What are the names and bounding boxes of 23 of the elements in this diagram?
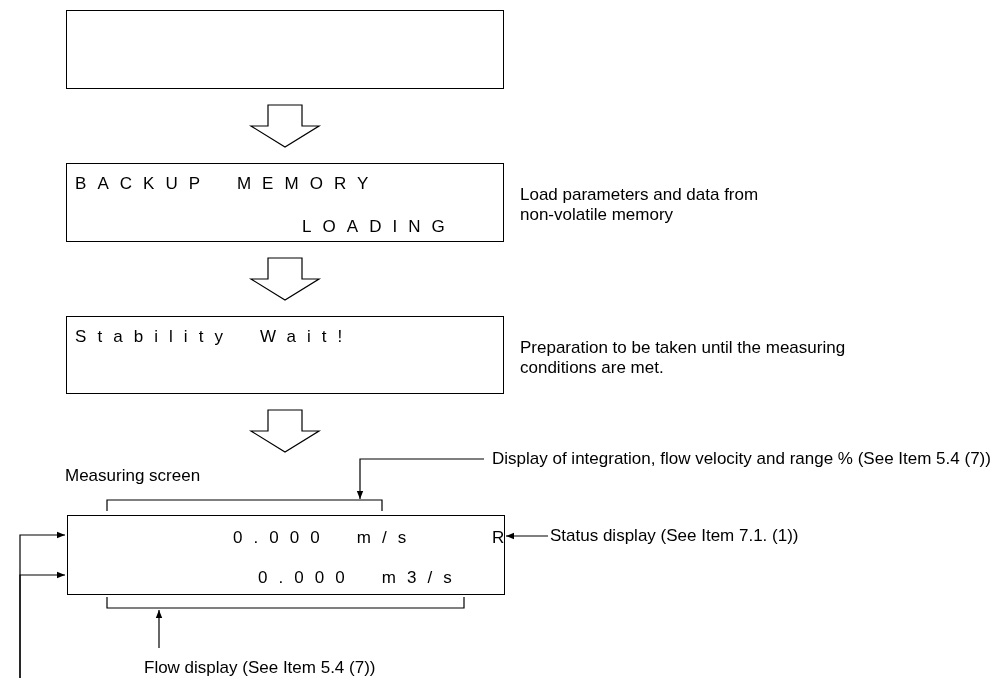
display-screen [67, 515, 505, 595]
callout-text: Display of integration, flow velocity and range % (See Item 5.4 (7)) [492, 449, 992, 469]
display-text: BACKUP MEMORY [75, 174, 380, 194]
display-text: Stability Wait! [75, 327, 354, 347]
caption-text: Preparation to be taken until the measuring conditions are met. [520, 338, 847, 378]
display-text: 0.000 m3/s [258, 568, 463, 588]
arrow [19, 571, 66, 679]
display-text: 0.000 m/s [233, 528, 418, 548]
leader-line [505, 532, 549, 540]
display-text: LOADING [302, 217, 456, 237]
caption-text: Measuring screen [65, 466, 202, 486]
callout-text: Status display (See Item 7.1. (1)) [550, 526, 950, 546]
block-arrow [248, 409, 322, 453]
display-screen [66, 163, 504, 242]
block-arrow [248, 104, 322, 148]
display-screen [66, 10, 504, 89]
caption-text: Load parameters and data from non-volatile memory [520, 185, 760, 225]
display-screen [66, 316, 504, 394]
callout-text: Flow display (See Item 5.4 (7)) [144, 658, 544, 678]
display-text: R [492, 528, 516, 548]
leader-line [356, 458, 485, 500]
leader-line [155, 609, 163, 649]
block-arrow [248, 257, 322, 301]
